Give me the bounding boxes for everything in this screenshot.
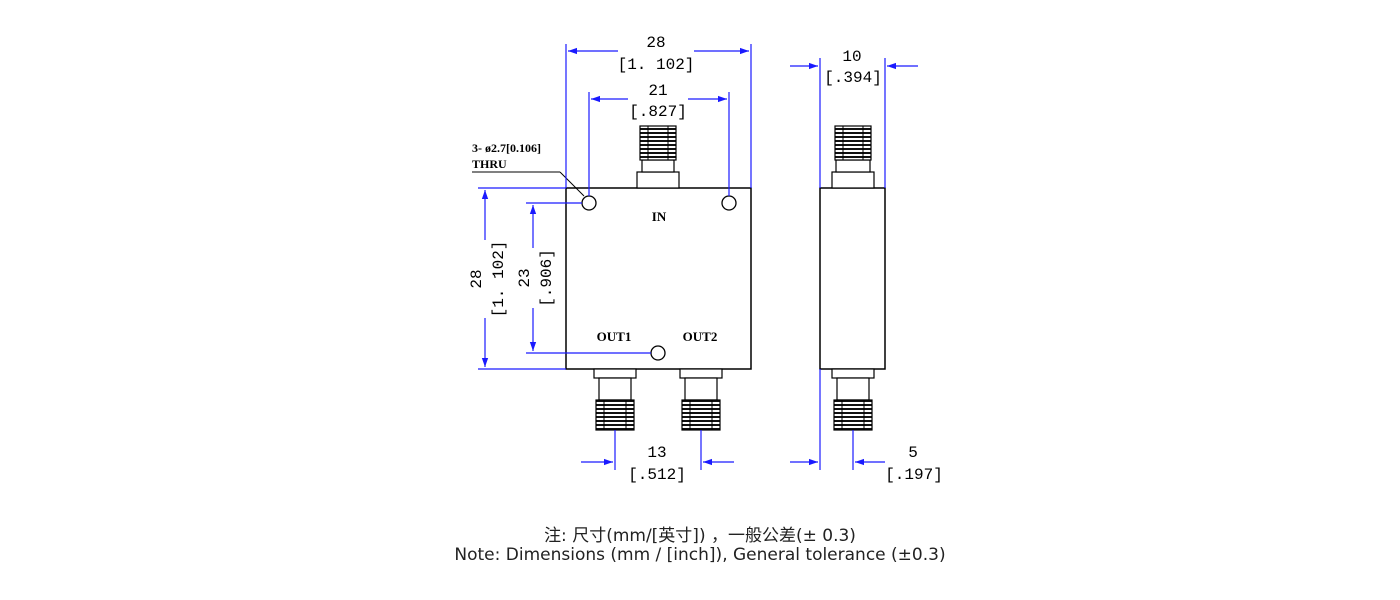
- dimension-overall-width: 28 [1. 102]: [565, 34, 752, 188]
- svg-text:21: 21: [648, 82, 667, 100]
- dimension-body-thickness: 10 [.394]: [790, 48, 918, 188]
- svg-text:13: 13: [647, 444, 666, 462]
- svg-text:23: 23: [516, 268, 534, 287]
- port-label-out1: OUT1: [597, 329, 632, 344]
- dimension-connector-offset: 5 [.197]: [790, 369, 943, 484]
- svg-text:28: 28: [468, 269, 486, 288]
- svg-text:10: 10: [842, 48, 861, 66]
- port-label-out2: OUT2: [683, 329, 718, 344]
- note-english: Note: Dimensions (mm / [inch]), General …: [454, 545, 946, 565]
- side-view: 10 [.394] 5 [.197]: [790, 48, 943, 484]
- svg-text:[.394]: [.394]: [824, 69, 882, 87]
- svg-text:[.906]: [.906]: [538, 249, 556, 307]
- svg-text:[.197]: [.197]: [885, 466, 943, 484]
- dimension-overall-height: 28 [1. 102]: [468, 187, 566, 370]
- mounting-hole-top-right: [721, 195, 737, 211]
- note-chinese: 注: 尺寸(mm/[英寸]) ，一般公差(± 0.3): [544, 526, 856, 546]
- mounting-hole-top-left: [581, 195, 597, 211]
- hole-callout: 3- ø2.7[0.106] THRU: [472, 141, 585, 197]
- out1-connector: [593, 368, 637, 431]
- in-connector: [636, 125, 680, 189]
- svg-text:[.827]: [.827]: [629, 103, 687, 121]
- side-bottom-connector: [831, 368, 875, 431]
- svg-text:28: 28: [646, 34, 665, 52]
- dimension-output-spacing: 13 [.512]: [581, 430, 734, 484]
- svg-text:[1. 102]: [1. 102]: [618, 56, 695, 74]
- dimension-hole-vertical-spacing: 23 [.906]: [516, 202, 651, 354]
- svg-text:[1. 102]: [1. 102]: [490, 241, 508, 318]
- svg-text:[.512]: [.512]: [628, 466, 686, 484]
- dimension-hole-spacing: 21 [.827]: [588, 82, 730, 196]
- side-top-connector: [831, 125, 875, 189]
- side-body: [819, 187, 886, 370]
- svg-text:THRU: THRU: [472, 157, 507, 171]
- mounting-hole-bottom: [650, 345, 666, 361]
- front-body: [565, 187, 752, 370]
- port-label-in: IN: [652, 209, 667, 224]
- svg-text:5: 5: [908, 444, 918, 462]
- front-view: IN OUT1 OUT2 3- ø2.7[0.106] THRU 28 [1. …: [468, 34, 752, 484]
- svg-text:3- ø2.7[0.106]: 3- ø2.7[0.106]: [472, 141, 541, 155]
- out2-connector: [679, 368, 723, 431]
